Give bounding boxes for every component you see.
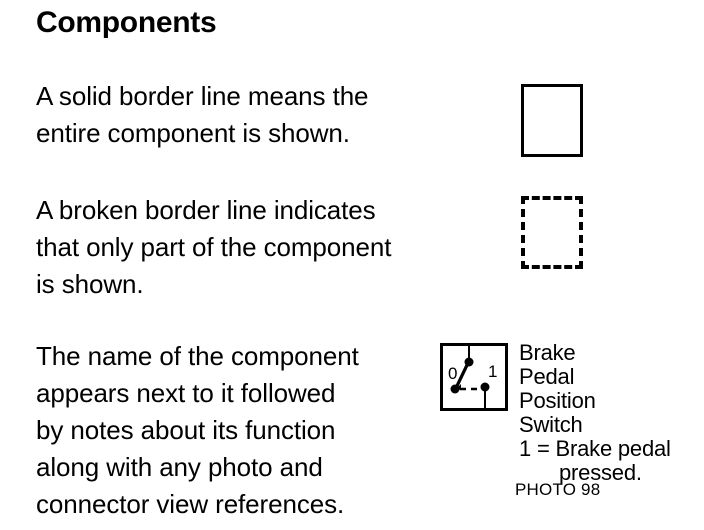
paragraph-line: appears next to it followed	[36, 378, 336, 408]
caption-line: Pedal	[519, 364, 575, 389]
paragraph-line: is shown.	[36, 269, 144, 299]
paragraph-line: by notes about its function	[36, 415, 336, 445]
brake-pedal-position-switch-symbol: 0 1	[440, 343, 508, 411]
paragraph-line: connector view references.	[36, 489, 345, 519]
paragraph-line: A solid border line means the	[36, 81, 369, 111]
caption-line: Brake	[519, 340, 576, 365]
paragraph-line: The name of the component	[36, 341, 359, 371]
component-caption: Brake Pedal Position Switch 1 = Brake pe…	[519, 341, 671, 485]
solid-border-sample-box	[521, 84, 583, 157]
paragraph-solid-border: A solid border line means the entire com…	[36, 78, 369, 152]
paragraph-line: along with any photo and	[36, 452, 323, 482]
caption-line: 1 = Brake pedal	[519, 436, 671, 461]
paragraph-line: that only part of the component	[36, 232, 392, 262]
caption-line: Position	[519, 388, 596, 413]
paragraph-line: A broken border line indicates	[36, 195, 376, 225]
switch-schematic-icon: 0 1	[448, 346, 497, 408]
caption-line: Switch	[519, 412, 583, 437]
caption-line: pressed.	[559, 460, 642, 485]
page-title: Components	[36, 6, 217, 39]
paragraph-component-naming: The name of the component appears next t…	[36, 338, 359, 523]
switch-label-zero: 0	[448, 364, 457, 383]
broken-border-sample-box	[521, 196, 583, 269]
photo-reference: PHOTO 98	[515, 480, 601, 499]
switch-label-one: 1	[488, 362, 497, 381]
paragraph-line: entire component is shown.	[36, 118, 350, 148]
paragraph-broken-border: A broken border line indicates that only…	[36, 192, 391, 303]
